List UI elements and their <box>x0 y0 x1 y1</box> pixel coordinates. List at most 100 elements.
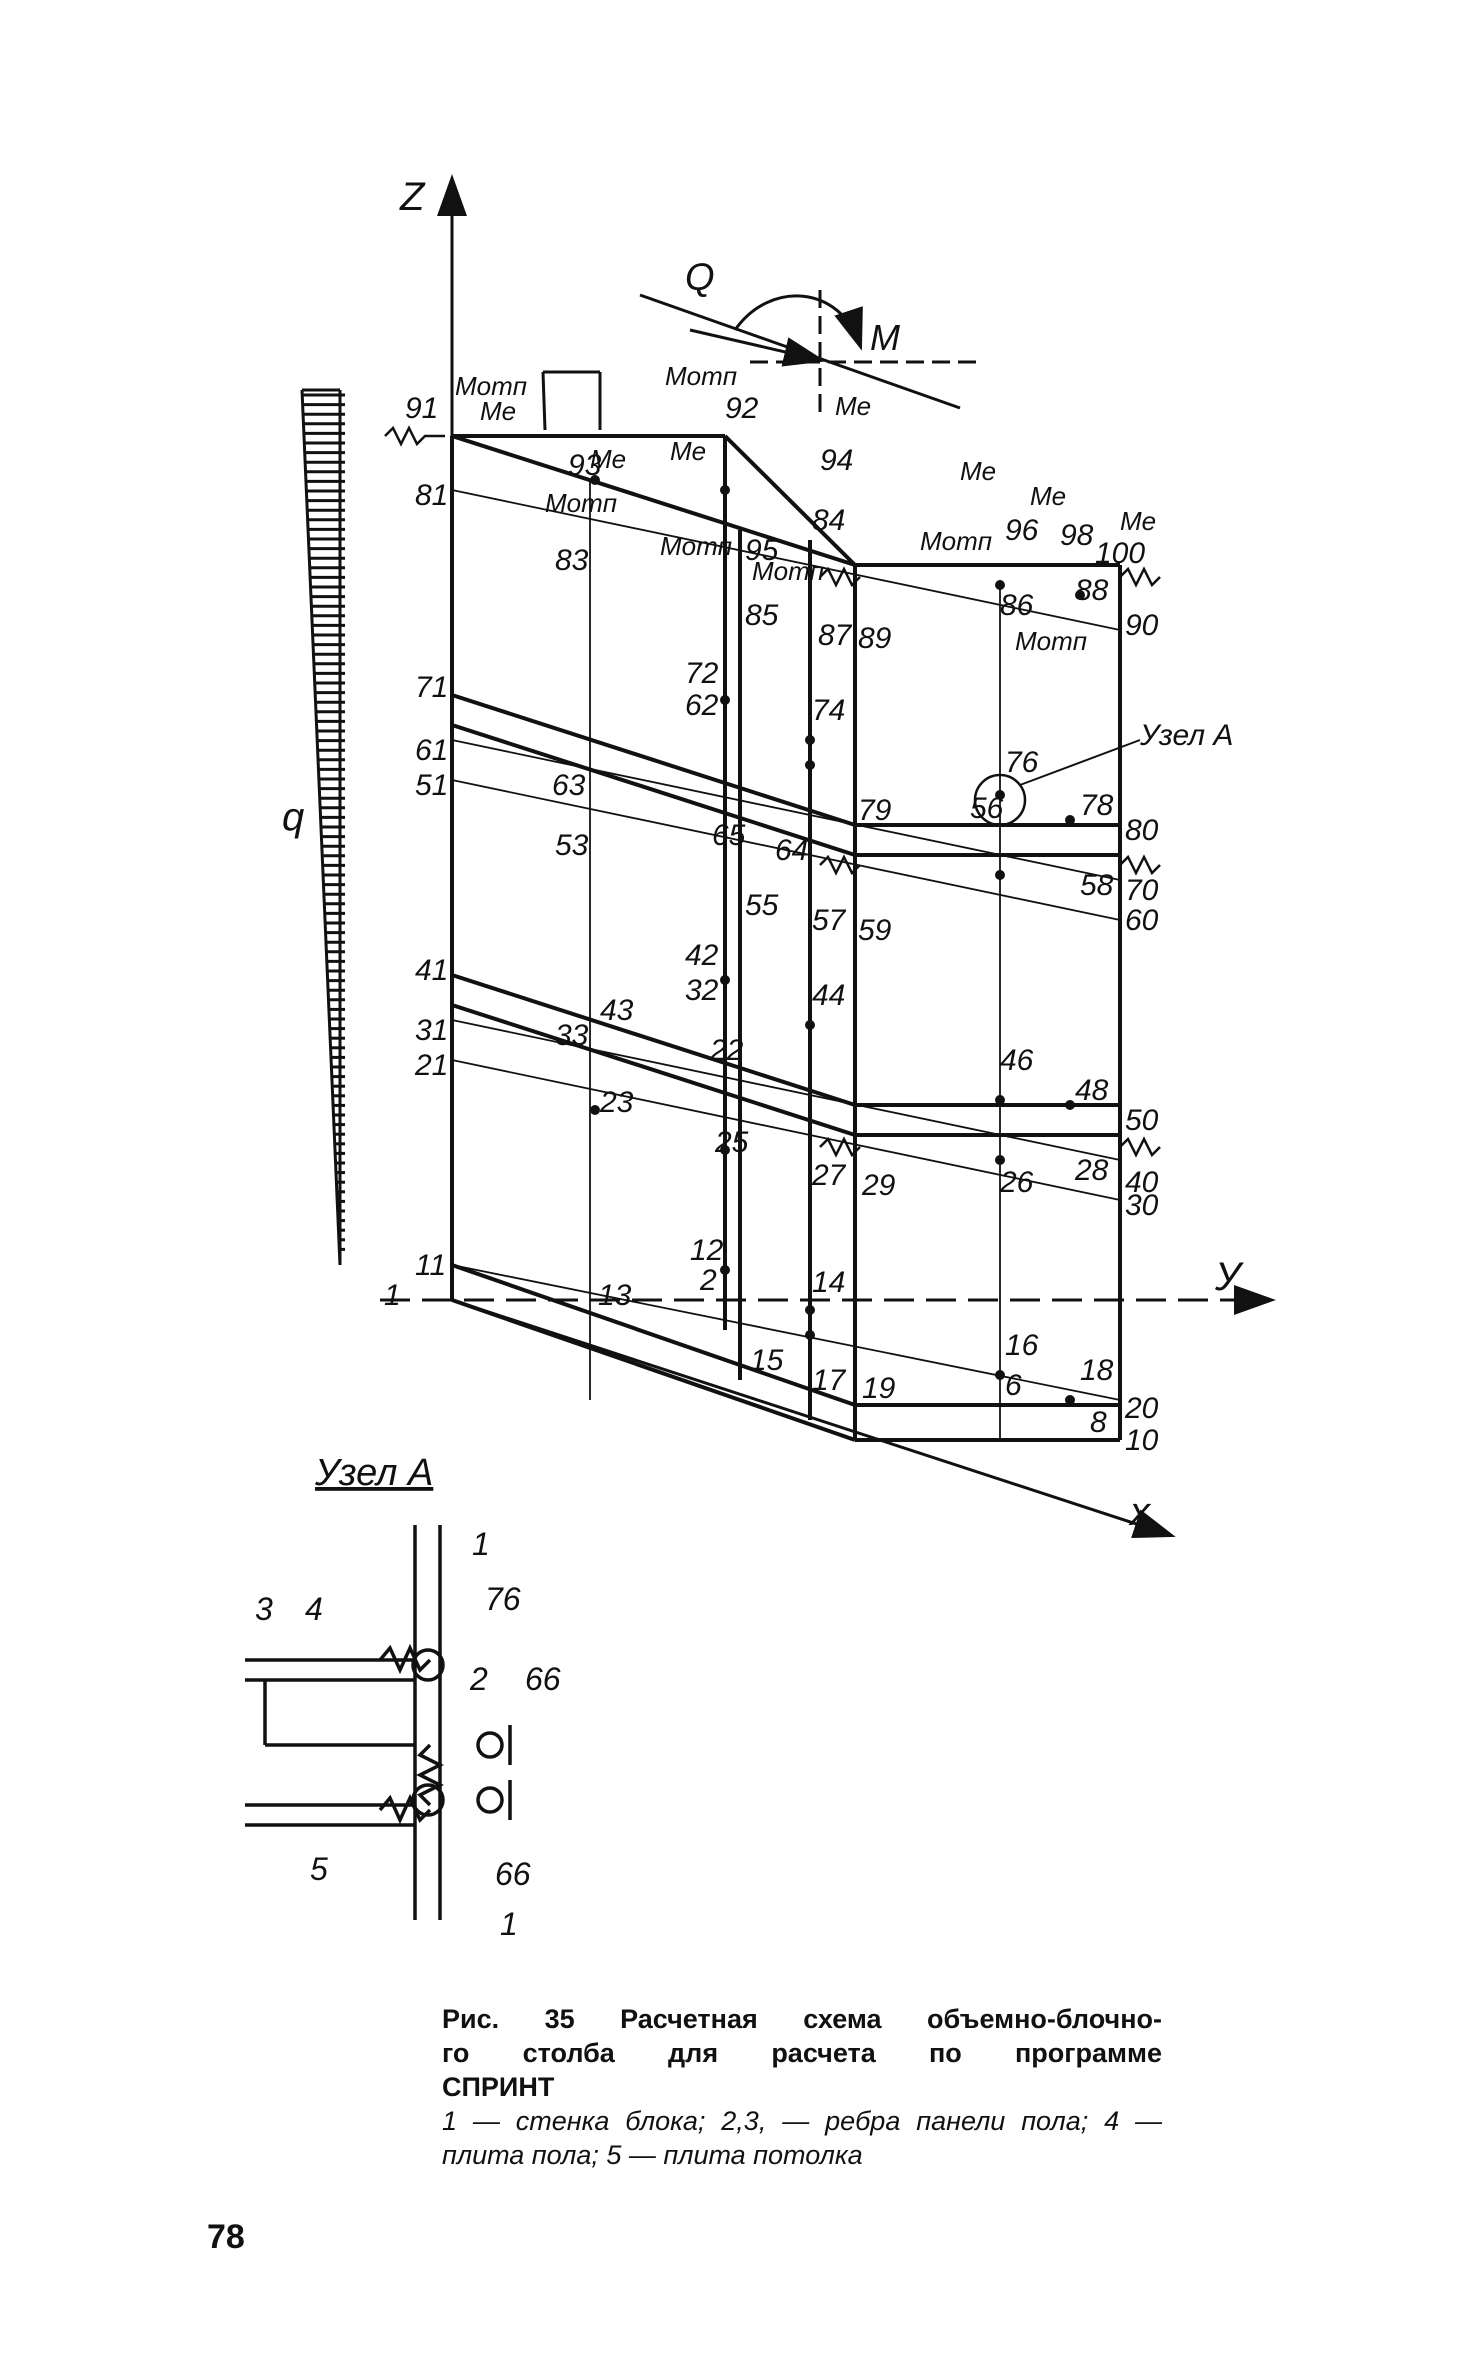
construction-lines <box>451 480 1121 1440</box>
detail-label: 66 <box>525 1661 561 1697</box>
node-label: 16 <box>1005 1329 1039 1362</box>
node-label: 74 <box>812 694 845 727</box>
node-label: 40 <box>1125 1166 1159 1199</box>
detail-label: 1 <box>472 1526 490 1562</box>
node-label: 56 <box>970 792 1004 825</box>
node-label: 57 <box>812 904 847 937</box>
node-label: 78 <box>1080 789 1114 822</box>
caption-legend: 1 — стенка блока; 2,3, — ребра панели по… <box>442 2106 1162 2170</box>
z-axis-label: Z <box>399 175 426 219</box>
node-label: 53 <box>555 829 589 862</box>
detail-label: 4 <box>305 1591 323 1627</box>
moment-label: Mотп <box>660 531 732 561</box>
moment-labels: Mотп Me Mотп Me Me Me Mотп Mотп Mотп Mот… <box>455 361 1156 656</box>
node-label: 87 <box>818 619 853 652</box>
node-label: 25 <box>714 1126 749 1159</box>
node-label: 79 <box>858 794 892 827</box>
floor-slabs <box>451 693 1120 1407</box>
detail-label: 3 <box>255 1591 273 1627</box>
node-label: 88 <box>1075 574 1109 607</box>
caption-line-3: СПРИНТ <box>442 2072 555 2102</box>
node-label: 10 <box>1125 1424 1159 1457</box>
node-label: 70 <box>1125 874 1159 907</box>
moment-label: Me <box>960 456 996 486</box>
spring-symbols <box>384 425 1161 1158</box>
force-q-label: Q <box>685 257 715 299</box>
node-label: 64 <box>775 834 808 867</box>
node-a-circle <box>973 773 1027 827</box>
figure-caption: Рис. 35 Расчетная схема объемно-блочно- … <box>442 2002 1162 2172</box>
node-label: 48 <box>1075 1074 1109 1107</box>
node-label: 80 <box>1125 814 1159 847</box>
node-label: 51 <box>415 769 448 802</box>
node-label: 86 <box>1000 589 1034 622</box>
node-label: 12 <box>690 1234 724 1267</box>
node-label: 29 <box>861 1169 896 1202</box>
detail-label: 66 <box>495 1856 531 1892</box>
moment-label: Me <box>480 396 516 426</box>
node-label: 89 <box>858 622 892 655</box>
moment-label: Me <box>590 444 626 474</box>
node-label: 85 <box>745 599 779 632</box>
caption-line-2: го столба для расчета по программе <box>442 2038 1162 2068</box>
detail-label: 5 <box>310 1851 328 1887</box>
node-label: 11 <box>415 1249 446 1282</box>
detail-drawing <box>245 1525 512 1920</box>
detail-label: 1 <box>500 1906 518 1942</box>
moment-label: Me <box>1030 481 1066 511</box>
node-label: 26 <box>999 1166 1034 1199</box>
node-label: 46 <box>1000 1044 1034 1077</box>
node-label: 19 <box>862 1372 896 1405</box>
node-label: 31 <box>415 1014 448 1047</box>
node-label: 22 <box>709 1034 744 1067</box>
moment-label: Mотп <box>752 556 824 586</box>
node-labels: 1 2 6 8 10 11 12 13 14 15 16 17 18 19 20… <box>384 392 1159 1457</box>
node-label: 33 <box>555 1019 589 1052</box>
detail-label: 76 <box>485 1581 521 1617</box>
node-label: 41 <box>415 954 448 987</box>
caption-line-1: Рис. 35 Расчетная схема объемно-блочно- <box>442 2004 1162 2034</box>
detail-labels: 1 3 4 76 2 66 5 66 1 <box>255 1526 561 1942</box>
node-label: 81 <box>415 479 448 512</box>
node-label: 65 <box>712 819 746 852</box>
node-label: 8 <box>1090 1406 1107 1439</box>
node-label: 100 <box>1095 537 1145 570</box>
moment-label: Me <box>1120 506 1156 536</box>
y-axis-label: У <box>1214 1255 1244 1299</box>
moment-label: Mотп <box>920 526 992 556</box>
node-label: 58 <box>1080 869 1114 902</box>
moment-label: Mотп <box>455 371 527 401</box>
node-label: 44 <box>812 979 845 1012</box>
node-label: 62 <box>685 689 719 722</box>
node-label: 61 <box>415 734 448 767</box>
node-label: 2 <box>699 1264 717 1297</box>
node-label: 72 <box>685 657 719 690</box>
node-label: 63 <box>552 769 586 802</box>
node-label: 28 <box>1074 1154 1109 1187</box>
node-label: 18 <box>1080 1354 1114 1387</box>
node-label: 96 <box>1005 514 1039 547</box>
node-label: 30 <box>1125 1189 1159 1222</box>
node-label: 83 <box>555 544 589 577</box>
moment-m-label: M <box>870 317 900 358</box>
node-dots <box>590 475 1085 1405</box>
node-label: 6 <box>1005 1369 1022 1402</box>
node-label: 95 <box>745 534 779 567</box>
node-label: 13 <box>598 1279 632 1312</box>
moment-label: Mотп <box>545 488 617 518</box>
node-a-leader <box>1019 739 1141 786</box>
column-frame <box>450 434 1122 1442</box>
node-label: 27 <box>811 1159 847 1192</box>
node-label: 84 <box>812 504 845 537</box>
node-label: 59 <box>858 914 892 947</box>
node-label: 42 <box>685 939 719 972</box>
wind-load-hatching <box>302 393 345 1251</box>
page-number: 78 <box>207 2218 245 2256</box>
q-load-label: q <box>282 795 304 839</box>
node-label: 92 <box>725 392 759 425</box>
node-label: 60 <box>1125 904 1159 937</box>
moment-label: Me <box>835 391 871 421</box>
node-a-callout: Узел A <box>1139 719 1233 752</box>
node-label: 32 <box>685 974 719 1007</box>
